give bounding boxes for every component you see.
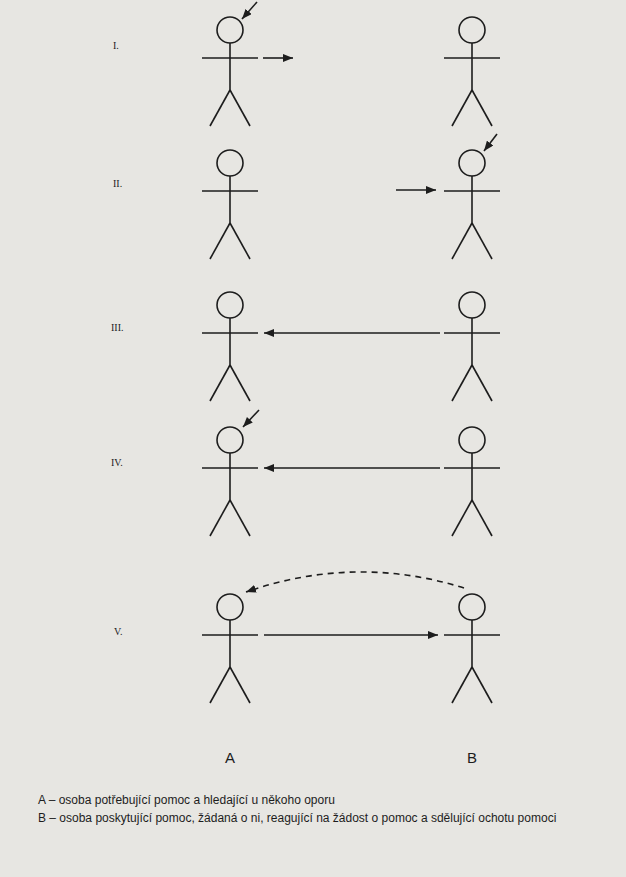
stick-figure bbox=[444, 427, 500, 536]
stick-figure bbox=[442, 590, 502, 705]
caption-note: B – osoba poskytující pomoc, žádaná o ni… bbox=[38, 810, 598, 826]
row-number: II. bbox=[113, 178, 122, 189]
stick-figure bbox=[444, 17, 500, 126]
row-number: V. bbox=[114, 626, 122, 637]
stick-figure bbox=[444, 292, 500, 401]
stick-figure bbox=[444, 150, 500, 259]
long-arrow bbox=[264, 332, 440, 334]
row-number: III. bbox=[111, 322, 124, 333]
stick-figure bbox=[202, 292, 258, 401]
person-letter: A bbox=[200, 749, 260, 766]
row-number: I. bbox=[113, 40, 119, 51]
row-number: IV. bbox=[111, 457, 123, 468]
person-letter: B bbox=[442, 749, 502, 766]
long-arrow bbox=[264, 467, 440, 469]
short-arrow bbox=[396, 189, 436, 191]
stick-figure bbox=[202, 427, 258, 536]
dashed-return-arrow bbox=[246, 572, 464, 592]
pointer-arrow bbox=[484, 134, 497, 151]
stick-figure bbox=[200, 590, 260, 705]
pointer-arrow bbox=[243, 410, 259, 427]
person-figure: B bbox=[442, 590, 502, 766]
short-arrow bbox=[263, 57, 293, 59]
request-arrow bbox=[264, 634, 438, 636]
pointer-arrow bbox=[242, 2, 257, 19]
person-figure: A bbox=[200, 590, 260, 766]
caption-note: A – osoba potřebující pomoc a hledající … bbox=[38, 792, 598, 808]
stick-figure bbox=[202, 150, 258, 259]
stick-figure bbox=[202, 17, 258, 126]
